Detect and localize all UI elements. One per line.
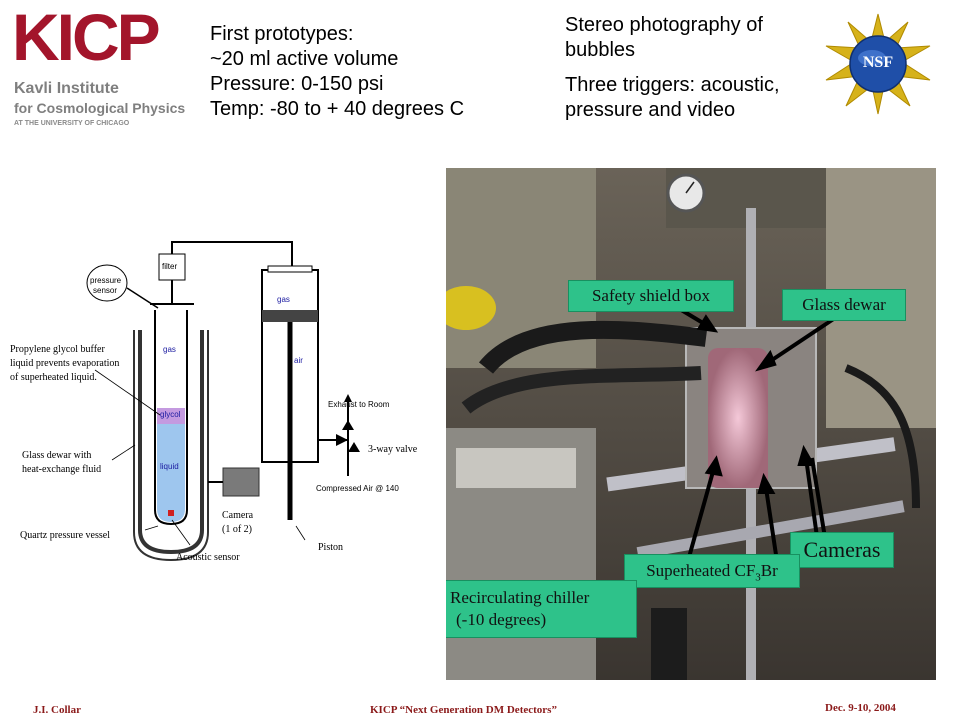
nsf-seal-icon [825, 13, 931, 115]
dewar-label-2: heat-exchange fluid [22, 464, 102, 475]
camera-label-1: Camera [222, 510, 254, 521]
kicp-logo: KICP Kavli Institute for Cosmological Ph… [12, 0, 192, 132]
pressure-sensor-label-2: sensor [93, 286, 118, 295]
note-line-1: Stereo photography of [565, 14, 763, 36]
superheated-tag: Superheated CF3Br [624, 554, 800, 588]
cameras-tag: Cameras [790, 532, 894, 568]
chiller-tag: Recirculating chiller (-10 degrees) [446, 580, 637, 638]
kicp-wordmark: KICP [12, 0, 161, 74]
piston-label: Piston [318, 542, 344, 553]
pressure-sensor-label-1: pressure [90, 276, 122, 285]
footer-event: KICP “Next Generation DM Detectors” [370, 704, 557, 716]
spec-line-2: ~20 ml active volume [210, 48, 399, 70]
glass-dewar-text: Glass dewar [802, 295, 886, 314]
kicp-institute-line2: for Cosmological Physics [14, 100, 186, 116]
prototype-specs: First prototypes: ~20 ml active volume P… [210, 22, 464, 122]
footer-date: Dec. 9-10, 2004 [825, 702, 896, 714]
air-label: air [294, 356, 303, 365]
gas-right-label: gas [277, 295, 290, 304]
chiller-text-2: (-10 degrees) [456, 610, 547, 629]
filter-label: filter [162, 262, 178, 271]
note-line-3: Three triggers: acoustic, [565, 74, 780, 96]
propylene-label-3: of superheated liquid. [10, 372, 97, 383]
superheated-text-end: Br [760, 561, 778, 580]
liquid-label: liquid [160, 462, 179, 471]
spec-line-1: First prototypes: [210, 23, 354, 45]
exhaust-label: Exhaust to Room [328, 400, 390, 409]
cameras-text: Cameras [803, 537, 881, 562]
superheated-subscript: 3 [755, 571, 761, 584]
photo-image [446, 168, 936, 680]
note-line-4: pressure and video [565, 99, 736, 121]
apparatus-schematic: filter pressure sensor gas glycol liquid… [0, 230, 440, 580]
gas-left-label: gas [163, 345, 176, 354]
superheated-text: Superheated CF [646, 561, 756, 580]
safety-shield-tag: Safety shield box [568, 280, 734, 312]
chiller-text-1: Recirculating chiller [450, 588, 590, 607]
quartz-label: Quartz pressure vessel [20, 530, 110, 541]
propylene-label-1: Propylene glycol buffer [10, 344, 105, 355]
spec-line-4: Temp: -80 to + 40 degrees C [210, 98, 465, 120]
safety-shield-text: Safety shield box [591, 286, 711, 305]
trigger-notes: Stereo photography of bubbles Three trig… [565, 13, 780, 123]
glass-dewar-tag: Glass dewar [782, 289, 906, 321]
spec-line-3: Pressure: 0-150 psi [210, 73, 384, 95]
apparatus-photo: Safety shield box Glass dewar Cameras Su… [446, 168, 936, 680]
acoustic-label: Acoustic sensor [176, 552, 240, 563]
kicp-institute-line3: AT THE UNIVERSITY OF CHICAGO [14, 120, 130, 127]
nsf-logo: NSF [822, 12, 934, 116]
schematic-drawing [86, 241, 360, 562]
kicp-institute-line1: Kavli Institute [14, 80, 119, 97]
compressed-air-label: Compressed Air @ 140 [316, 484, 399, 493]
note-line-2: bubbles [565, 39, 636, 61]
valve-label: 3-way valve [368, 444, 418, 455]
nsf-text: NSF [862, 54, 894, 71]
glycol-label: glycol [160, 410, 181, 419]
propylene-label-2: liquid prevents evaporation [10, 358, 120, 369]
camera-label-2: (1 of 2) [222, 524, 252, 535]
footer-author: J.I. Collar [33, 704, 81, 716]
dewar-label-1: Glass dewar with [22, 450, 92, 461]
